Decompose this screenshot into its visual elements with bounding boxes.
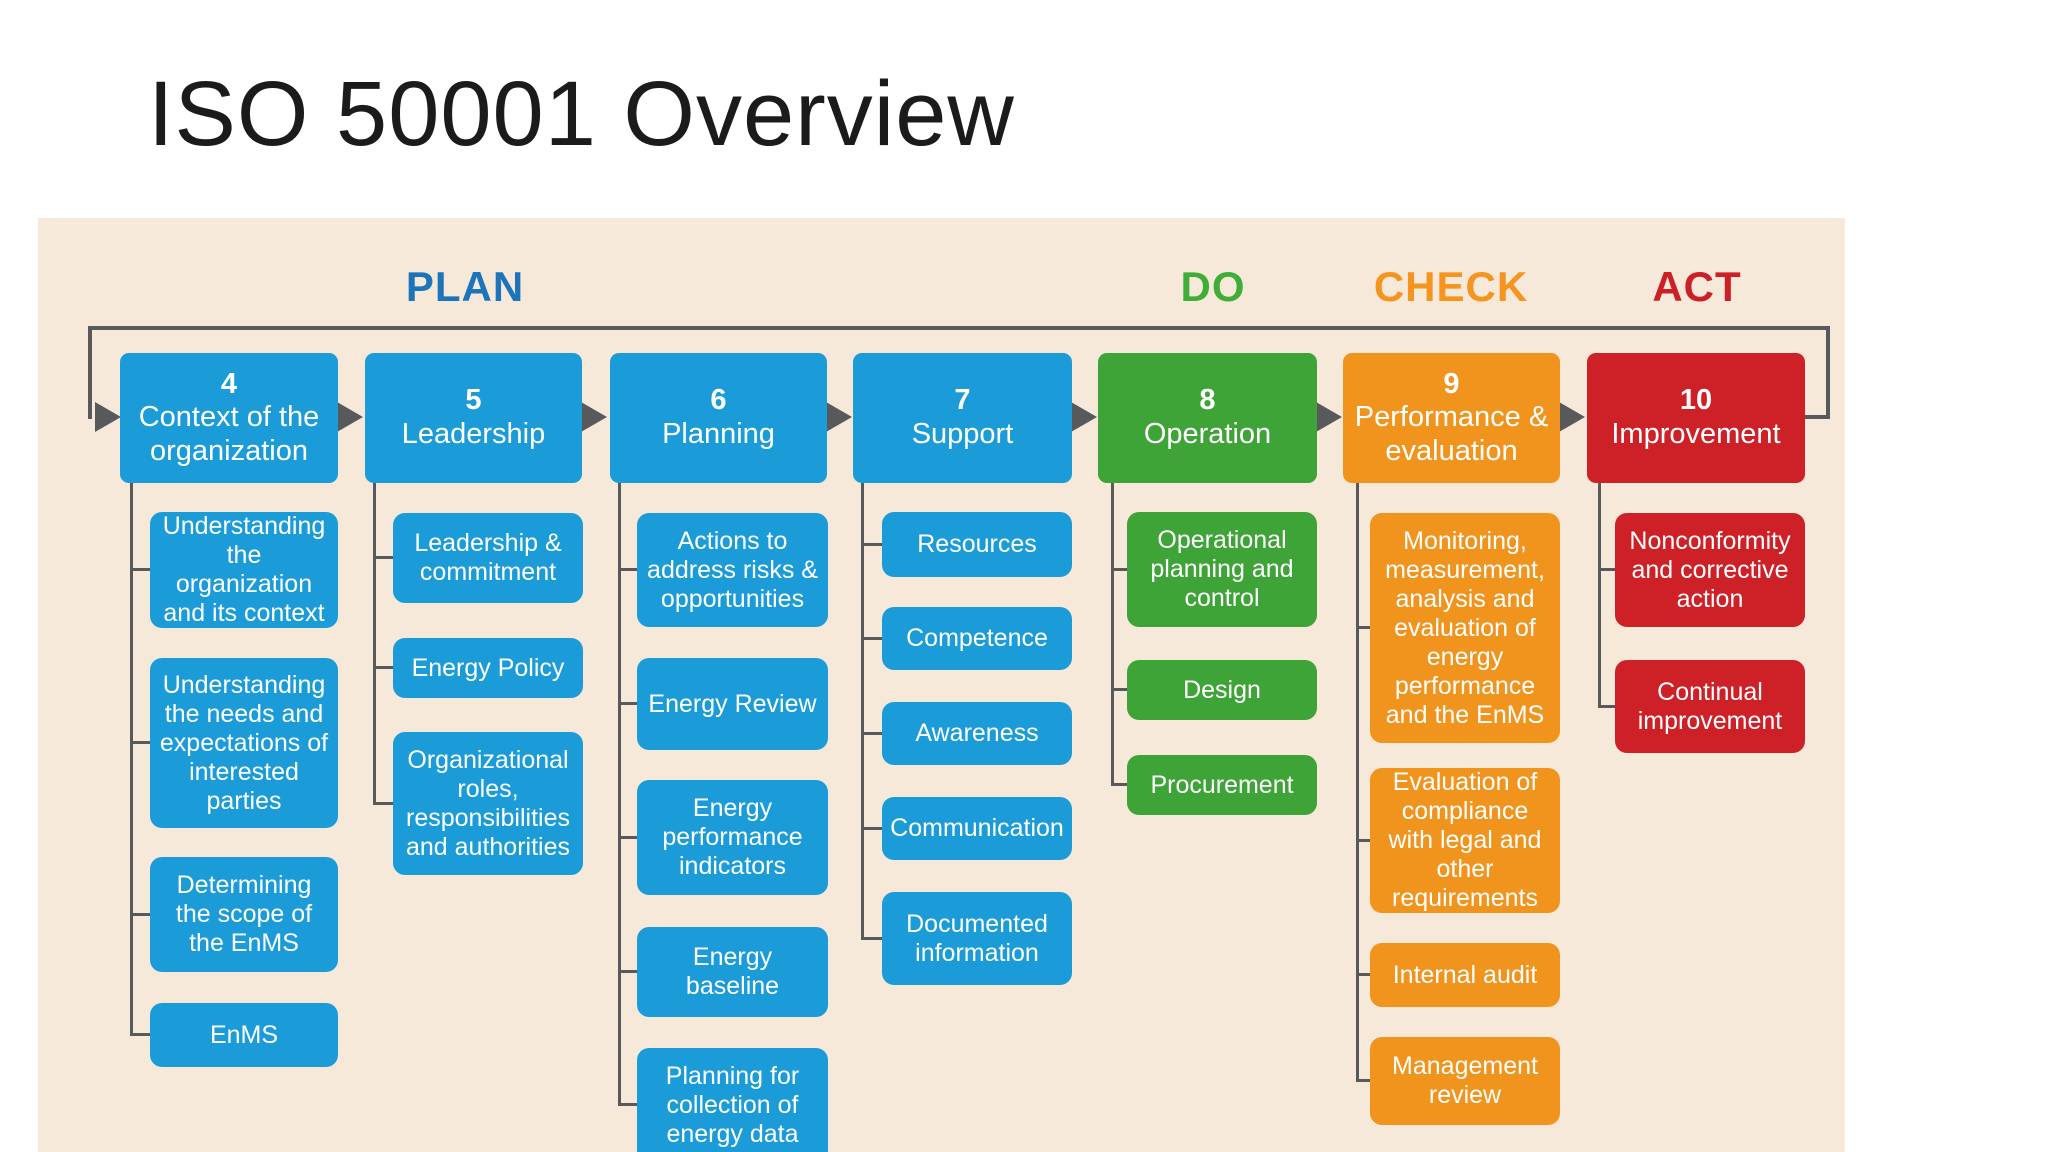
sub-box: Leadership & commitment bbox=[393, 513, 583, 603]
connector-stub bbox=[373, 666, 395, 669]
clause-box-5: 5 Leadership bbox=[365, 353, 582, 483]
connector-stub bbox=[373, 556, 395, 559]
connector-stub bbox=[618, 836, 639, 839]
feedback-loop-top-line bbox=[88, 326, 1830, 330]
connector-trunk-10 bbox=[1598, 483, 1601, 708]
clause-number: 4 bbox=[220, 367, 238, 400]
clause-title: Leadership bbox=[401, 418, 546, 450]
flow-arrow-icon bbox=[1559, 402, 1585, 432]
clause-title: Support bbox=[911, 418, 1014, 450]
connector-stub bbox=[861, 827, 884, 830]
sub-box: Internal audit bbox=[1370, 943, 1560, 1007]
sub-box: Continual improvement bbox=[1615, 660, 1805, 753]
sub-box: Evaluation of compliance with legal and … bbox=[1370, 768, 1560, 913]
connector-stub bbox=[861, 937, 884, 940]
connector-stub bbox=[618, 970, 639, 973]
sub-box: Nonconformity and corrective action bbox=[1615, 513, 1805, 627]
flow-arrow-icon bbox=[826, 402, 852, 432]
flow-arrow-icon bbox=[337, 402, 363, 432]
clause-number: 6 bbox=[710, 384, 727, 417]
sub-box: Energy performance indicators bbox=[637, 780, 828, 895]
connector-stub bbox=[618, 702, 639, 705]
connector-stub bbox=[861, 637, 884, 640]
sub-box: Energy Review bbox=[637, 658, 828, 750]
connector-stub bbox=[130, 1033, 152, 1036]
clause-title: Planning bbox=[662, 418, 775, 450]
clause-title: Operation bbox=[1143, 418, 1272, 450]
clause-box-6: 6 Planning bbox=[610, 353, 827, 483]
connector-stub bbox=[1111, 568, 1129, 571]
connector-trunk-4 bbox=[130, 483, 133, 1036]
sub-box: EnMS bbox=[150, 1003, 338, 1067]
feedback-loop-hook-line bbox=[1803, 415, 1830, 419]
sub-box: Documented information bbox=[882, 892, 1072, 985]
sub-box: Operational planning and control bbox=[1127, 512, 1317, 627]
clause-title: Context of the organization bbox=[138, 401, 320, 467]
flow-arrow-icon bbox=[581, 402, 607, 432]
connector-trunk-8 bbox=[1111, 483, 1114, 786]
clause-box-9: 9 Performance & evaluation bbox=[1343, 353, 1560, 483]
sub-box: Energy baseline bbox=[637, 927, 828, 1017]
clause-box-10: 10 Improvement bbox=[1587, 353, 1805, 483]
sub-box: Monitoring, measurement, analysis and ev… bbox=[1370, 513, 1560, 743]
clause-title: Performance & evaluation bbox=[1354, 401, 1549, 467]
sub-box: Energy Policy bbox=[393, 638, 583, 698]
connector-trunk-9 bbox=[1356, 483, 1359, 1082]
feedback-loop-left-line bbox=[88, 326, 92, 419]
clause-number: 10 bbox=[1679, 384, 1713, 417]
clause-box-7: 7 Support bbox=[853, 353, 1072, 483]
connector-stub bbox=[1111, 783, 1129, 786]
slide-title: ISO 50001 Overview bbox=[148, 63, 1015, 165]
clause-box-4: 4 Context of the organization bbox=[120, 353, 338, 483]
sub-box: Design bbox=[1127, 660, 1317, 720]
connector-stub bbox=[861, 732, 884, 735]
sub-box: Planning for collection of energy data bbox=[637, 1048, 828, 1152]
connector-stub bbox=[1356, 839, 1372, 842]
flow-arrow-icon bbox=[1316, 402, 1342, 432]
sub-box: Understanding the needs and expectations… bbox=[150, 658, 338, 828]
connector-stub bbox=[1356, 973, 1372, 976]
connector-stub bbox=[373, 802, 395, 805]
clause-number: 5 bbox=[465, 384, 482, 417]
clause-number: 7 bbox=[954, 384, 971, 417]
connector-stub bbox=[1356, 1079, 1372, 1082]
clause-number: 8 bbox=[1199, 384, 1216, 417]
feedback-arrow-icon bbox=[95, 402, 121, 432]
connector-stub bbox=[1598, 568, 1617, 571]
connector-trunk-6 bbox=[618, 483, 621, 1106]
clause-title: Improvement bbox=[1611, 418, 1781, 450]
phase-label-check: CHECK bbox=[1373, 263, 1529, 310]
connector-stub bbox=[130, 568, 152, 571]
sub-box: Resources bbox=[882, 512, 1072, 577]
sub-box: Competence bbox=[882, 607, 1072, 670]
connector-stub bbox=[1356, 626, 1372, 629]
sub-box: Understanding the organization and its c… bbox=[150, 512, 338, 628]
connector-stub bbox=[130, 741, 152, 744]
clause-number: 9 bbox=[1443, 367, 1460, 400]
sub-box: Procurement bbox=[1127, 755, 1317, 815]
feedback-loop-right-line bbox=[1826, 326, 1830, 419]
connector-stub bbox=[130, 913, 152, 916]
connector-stub bbox=[618, 568, 639, 571]
connector-trunk-7 bbox=[861, 483, 864, 939]
phase-label-do: DO bbox=[1180, 263, 1246, 310]
clause-box-8: 8 Operation bbox=[1098, 353, 1317, 483]
connector-stub bbox=[1598, 705, 1617, 708]
phase-label-act: ACT bbox=[1652, 263, 1742, 310]
sub-box: Actions to address risks & opportunities bbox=[637, 513, 828, 627]
sub-box: Awareness bbox=[882, 702, 1072, 765]
sub-box: Determining the scope of the EnMS bbox=[150, 857, 338, 972]
connector-stub bbox=[1111, 688, 1129, 691]
connector-stub bbox=[618, 1103, 639, 1106]
flow-arrow-icon bbox=[1071, 402, 1097, 432]
sub-box: Organizational roles, responsibilities a… bbox=[393, 732, 583, 875]
sub-box: Communication bbox=[882, 797, 1072, 860]
connector-stub bbox=[861, 543, 884, 546]
phase-label-plan: PLAN bbox=[405, 263, 525, 310]
connector-trunk-5 bbox=[373, 483, 376, 805]
sub-box: Management review bbox=[1370, 1037, 1560, 1125]
